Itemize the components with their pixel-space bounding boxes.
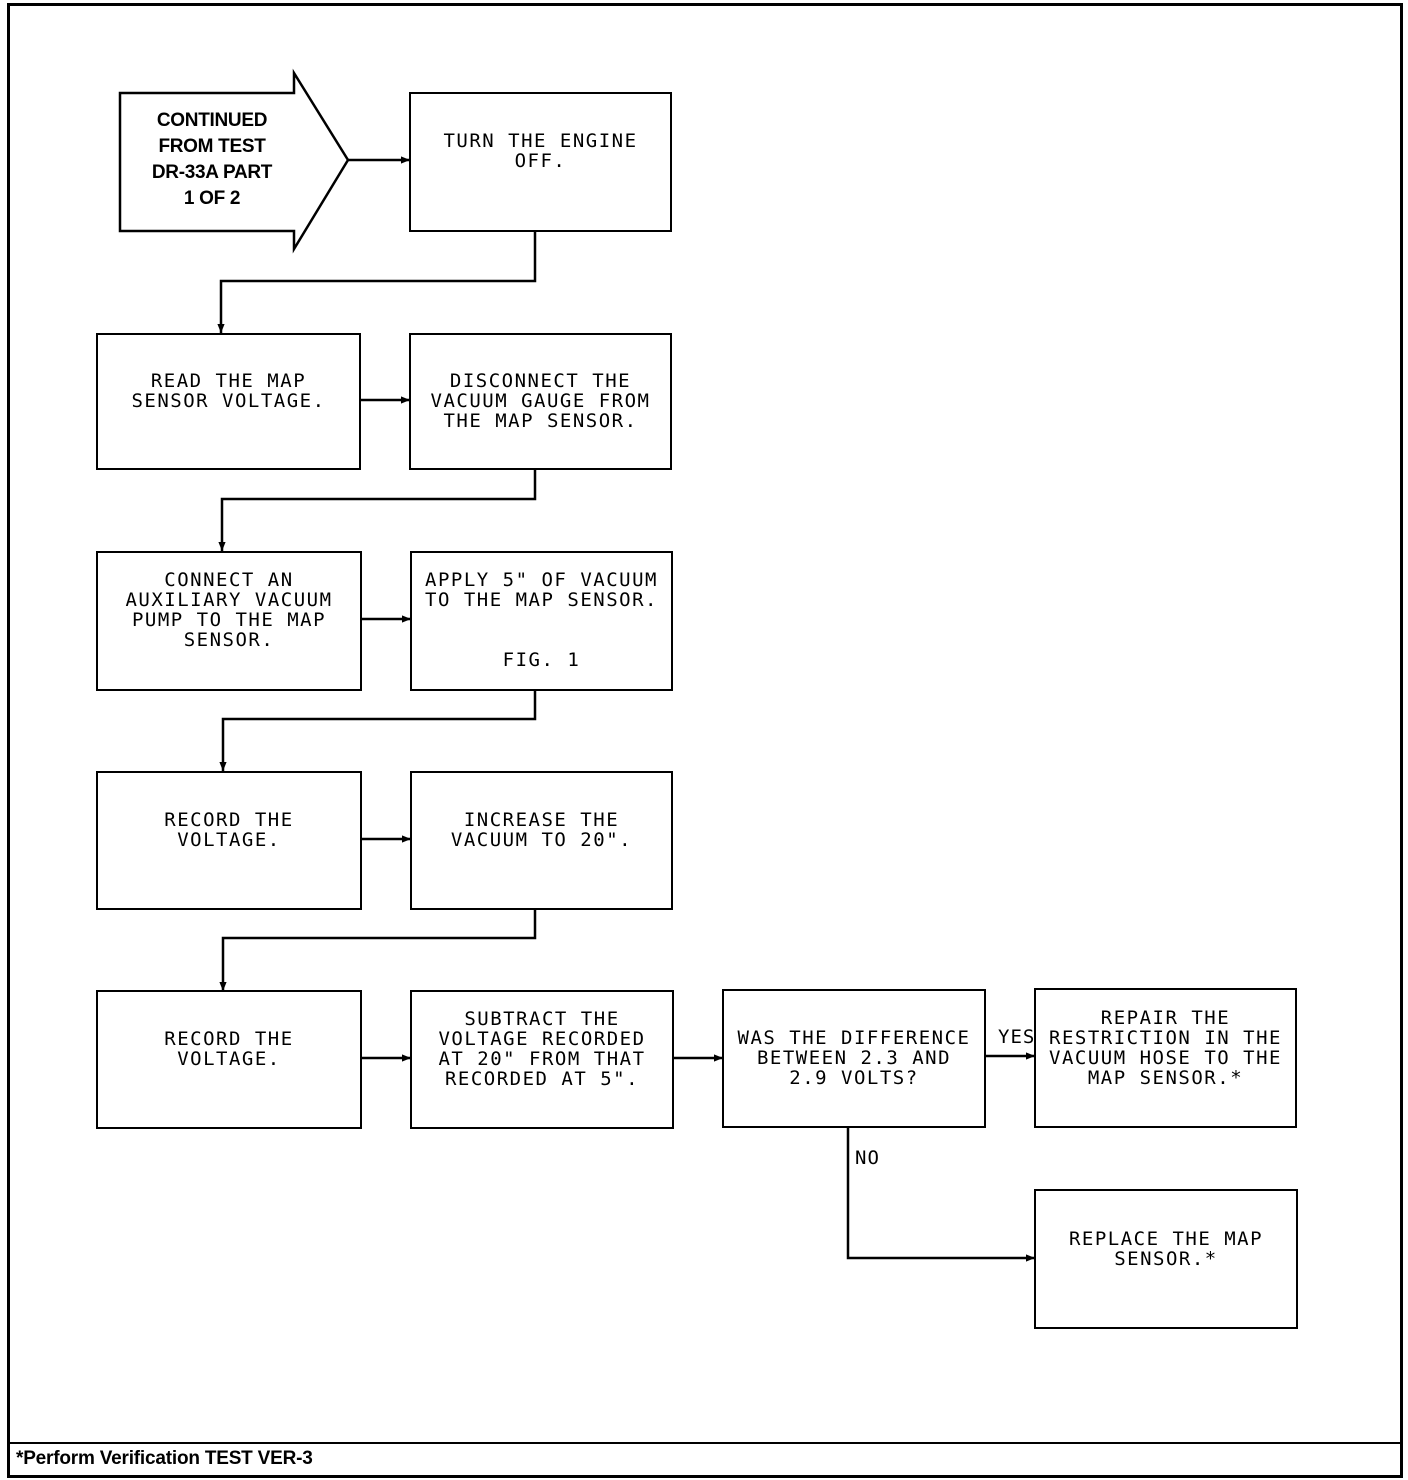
step-subtract-voltage: SUBTRACT THE VOLTAGE RECORDED AT 20" FRO…	[410, 990, 674, 1129]
step-record-voltage-1-text: RECORD THE VOLTAGE.	[164, 809, 294, 851]
start-continued-from-test: CONTINUED FROM TEST DR-33A PART 1 OF 2	[151, 110, 273, 209]
step-record-voltage-2: RECORD THE VOLTAGE.	[96, 990, 362, 1129]
step-read-map-voltage-text: READ THE MAP SENSOR VOLTAGE.	[131, 370, 326, 412]
step-decision-difference-text: WAS THE DIFFERENCE BETWEEN 2.3 AND 2.9 V…	[737, 1027, 971, 1089]
footnote: *Perform Verification TEST VER-3	[16, 1448, 313, 1469]
step-increase-vacuum-text: INCREASE THE VACUUM TO 20".	[450, 809, 633, 851]
step-read-map-voltage: READ THE MAP SENSOR VOLTAGE.	[96, 333, 361, 470]
connector-apply-vacuum-to-record-1	[219, 690, 537, 771]
step-subtract-voltage-text: SUBTRACT THE VOLTAGE RECORDED AT 20" FRO…	[438, 1008, 646, 1090]
page-frame	[7, 3, 1403, 1478]
step-disconnect-gauge: DISCONNECT THE VACUUM GAUGE FROM THE MAP…	[409, 333, 672, 470]
step-repair-restriction-text: REPAIR THE RESTRICTION IN THE VACUUM HOS…	[1049, 1007, 1282, 1089]
step-turn-engine-off-text: TURN THE ENGINE OFF.	[443, 130, 638, 172]
step-record-voltage-2-text: RECORD THE VOLTAGE.	[164, 1028, 294, 1070]
step-disconnect-gauge-text: DISCONNECT THE VACUUM GAUGE FROM THE MAP…	[430, 370, 651, 432]
step-apply-vacuum-text: APPLY 5" OF VACUUM TO THE MAP SENSOR.	[425, 569, 658, 611]
footer-divider	[10, 1442, 1403, 1444]
step-repair-restriction: REPAIR THE RESTRICTION IN THE VACUUM HOS…	[1034, 988, 1297, 1128]
step-apply-vacuum-fig: FIG. 1	[502, 649, 581, 671]
branch-label-yes: YES	[998, 1026, 1036, 1048]
step-apply-vacuum: APPLY 5" OF VACUUM TO THE MAP SENSOR. FI…	[410, 551, 673, 691]
step-increase-vacuum: INCREASE THE VACUUM TO 20".	[410, 771, 673, 910]
connector-decision-no	[846, 1128, 1035, 1262]
step-turn-engine-off: TURN THE ENGINE OFF.	[409, 92, 672, 232]
step-replace-sensor: REPLACE THE MAP SENSOR.*	[1034, 1189, 1298, 1329]
start-arrow-shape	[118, 68, 350, 254]
connector-increase-to-record-2	[219, 909, 537, 991]
step-connect-pump-text: CONNECT AN AUXILIARY VACUUM PUMP TO THE …	[125, 569, 333, 651]
step-connect-pump: CONNECT AN AUXILIARY VACUUM PUMP TO THE …	[96, 551, 362, 691]
connector-turn-off-to-read-map	[217, 231, 537, 333]
step-decision-difference: WAS THE DIFFERENCE BETWEEN 2.3 AND 2.9 V…	[722, 989, 986, 1128]
step-replace-sensor-text: REPLACE THE MAP SENSOR.*	[1068, 1228, 1264, 1270]
connector-disconnect-to-connect-pump	[218, 469, 537, 551]
step-record-voltage-1: RECORD THE VOLTAGE.	[96, 771, 362, 910]
branch-label-no: NO	[855, 1147, 880, 1169]
